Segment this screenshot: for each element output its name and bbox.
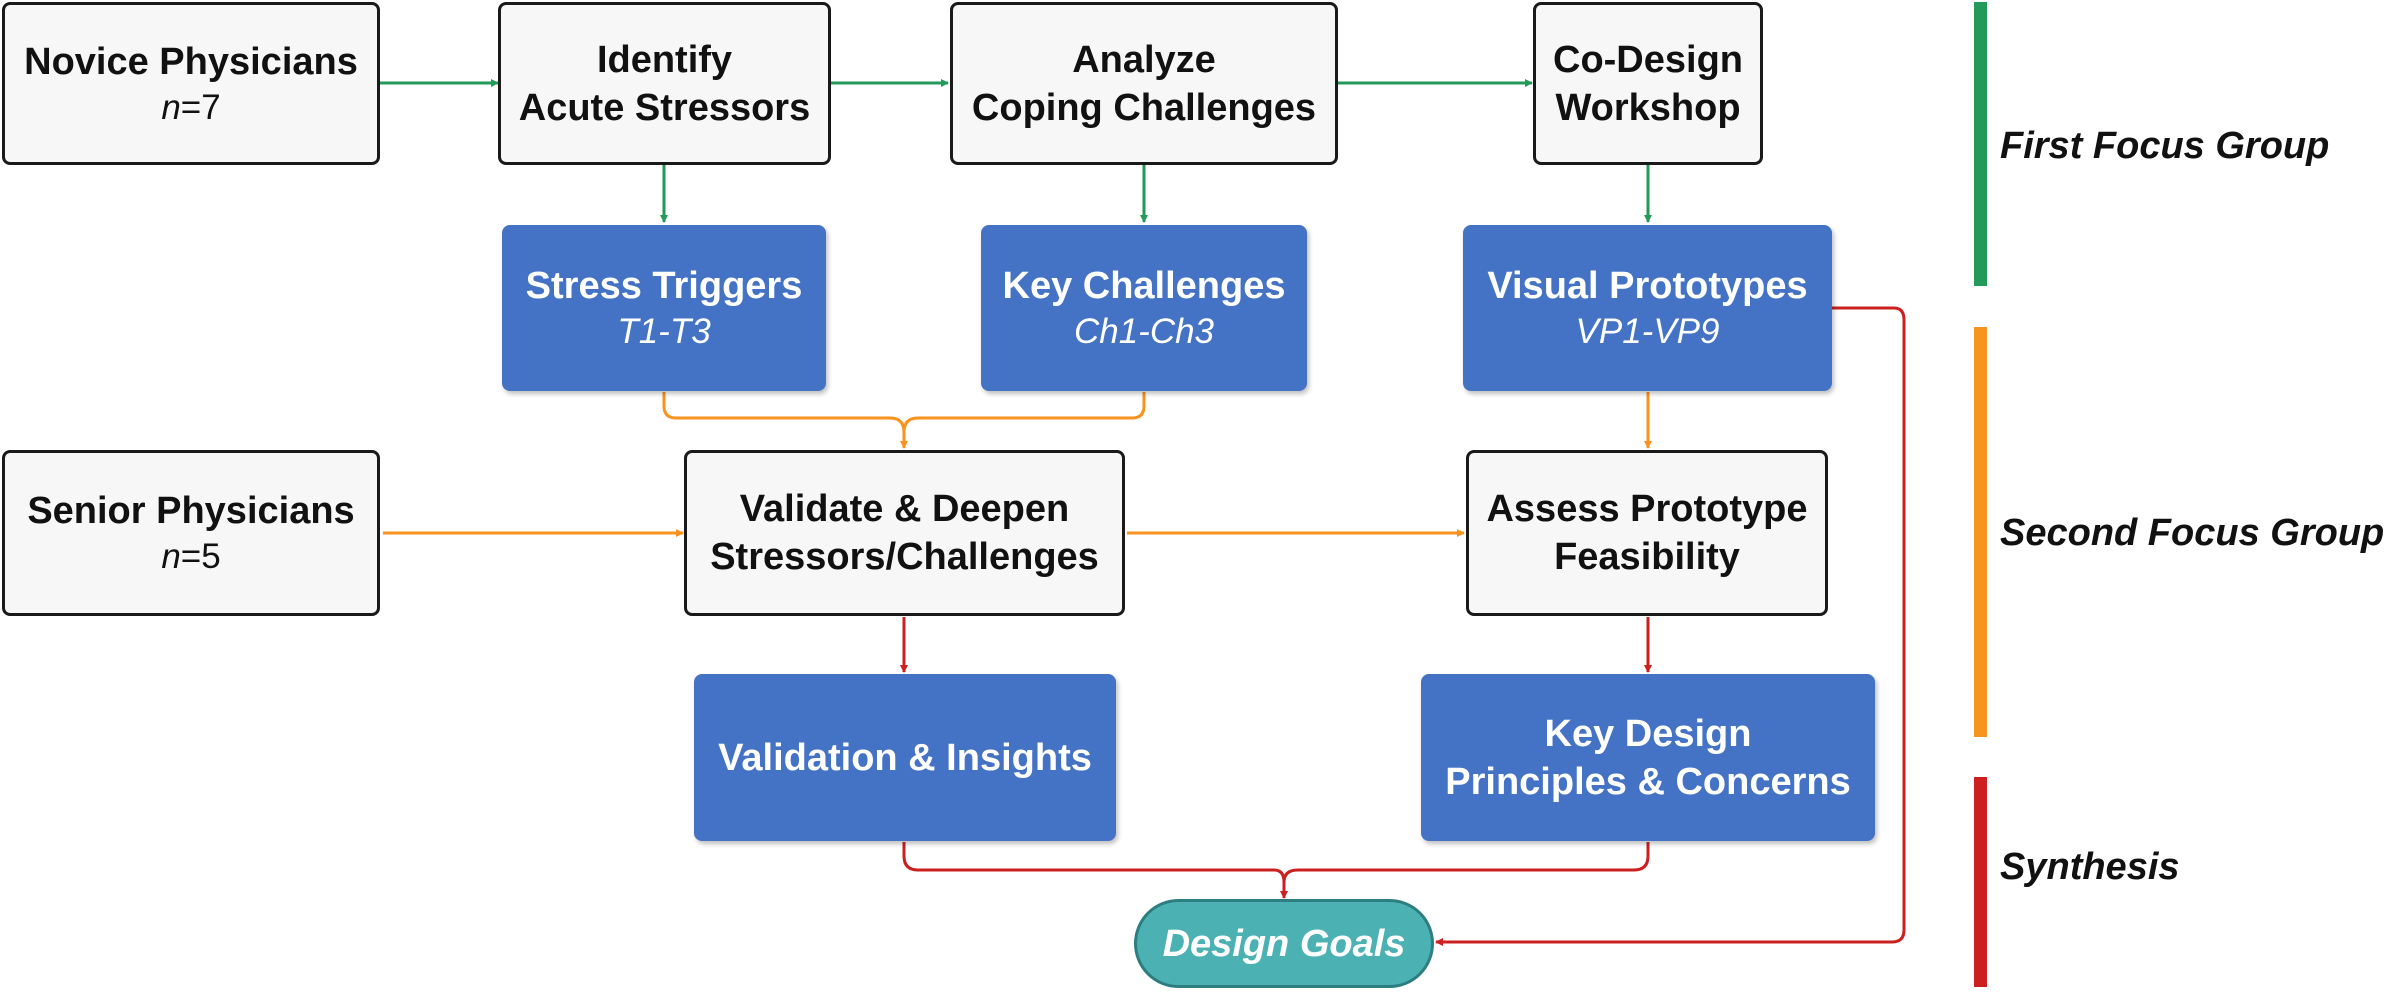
- senior-n-value: =5: [180, 537, 221, 576]
- synthesis-bar: [1974, 777, 1987, 987]
- senior-physicians-title: Senior Physicians: [27, 490, 355, 532]
- first-focus-group-bar: [1974, 2, 1987, 286]
- visual-prototypes-title: Visual Prototypes: [1487, 265, 1808, 307]
- design-principles-box: Key Design Principles & Concerns: [1421, 674, 1875, 841]
- validate-line2: Stressors/Challenges: [710, 536, 1099, 578]
- assess-feasibility-box: Assess Prototype Feasibility: [1466, 450, 1828, 616]
- arrow-challenges-to-validate: [902, 392, 1146, 433]
- stress-triggers-box: Stress Triggers T1-T3: [502, 225, 826, 391]
- validation-insights-title: Validation & Insights: [718, 736, 1092, 779]
- arrow-insights-to-goals: [902, 842, 1288, 899]
- arrow-prototypes-to-goals: [1435, 306, 1906, 946]
- validate-line1: Validate & Deepen: [739, 488, 1070, 530]
- analyze-line2: Coping Challenges: [971, 86, 1317, 129]
- visual-prototypes-range: VP1-VP9: [1575, 312, 1720, 351]
- codesign-workshop-box: Co-Design Workshop: [1533, 2, 1763, 165]
- second-focus-group-bar: [1974, 327, 1987, 737]
- senior-n-label: n: [161, 537, 181, 576]
- key-challenges-title: Key Challenges: [1002, 265, 1286, 307]
- analyze-line1: Analyze: [1072, 38, 1216, 81]
- design-goals-title: Design Goals: [1162, 922, 1406, 965]
- first-focus-group-label: First Focus Group: [2000, 125, 2330, 167]
- senior-physicians-count: n=5: [161, 535, 220, 579]
- codesign-line1: Co-Design: [1553, 38, 1743, 81]
- novice-physicians-title: Novice Physicians: [24, 40, 358, 83]
- validate-deepen-box: Validate & Deepen Stressors/Challenges: [684, 450, 1125, 616]
- synthesis-label: Synthesis: [2000, 846, 2180, 888]
- senior-physicians-box: Senior Physicians n=5: [2, 450, 380, 616]
- identify-stressors-box: Identify Acute Stressors: [498, 2, 831, 165]
- novice-n-label: n: [161, 87, 181, 127]
- arrow-principles-to-goals: [1282, 842, 1650, 883]
- identify-line1: Identify: [596, 38, 733, 81]
- analyze-challenges-box: Analyze Coping Challenges: [950, 2, 1338, 165]
- stress-triggers-title: Stress Triggers: [525, 265, 803, 307]
- codesign-line2: Workshop: [1555, 86, 1741, 129]
- design-goals-node: Design Goals: [1134, 899, 1434, 988]
- novice-physicians-count: n=7: [161, 86, 220, 130]
- key-challenges-box: Key Challenges Ch1-Ch3: [981, 225, 1307, 391]
- key-challenges-range: Ch1-Ch3: [1073, 312, 1215, 351]
- principles-line2: Principles & Concerns: [1445, 760, 1851, 803]
- second-focus-group-label: Second Focus Group: [2000, 512, 2385, 554]
- novice-physicians-box: Novice Physicians n=7: [2, 2, 380, 165]
- assess-line2: Feasibility: [1554, 536, 1740, 578]
- novice-n-value: =7: [180, 87, 221, 127]
- visual-prototypes-box: Visual Prototypes VP1-VP9: [1463, 225, 1832, 391]
- arrow-triggers-to-validate: [662, 392, 908, 449]
- principles-line1: Key Design: [1544, 712, 1752, 755]
- stress-triggers-range: T1-T3: [617, 312, 711, 351]
- identify-line2: Acute Stressors: [518, 86, 811, 129]
- validation-insights-box: Validation & Insights: [694, 674, 1116, 841]
- assess-line1: Assess Prototype: [1486, 488, 1808, 530]
